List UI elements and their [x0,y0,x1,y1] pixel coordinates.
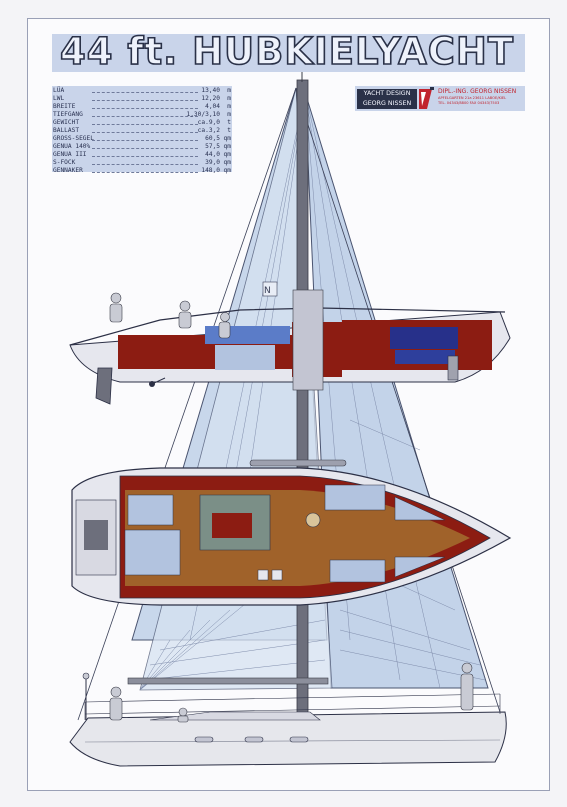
brand-line-1: YACHT DESIGN [363,90,411,97]
hull-profile-section [69,289,511,405]
designer-name: DIPL.-ING. GEORG NISSEN [438,88,517,95]
brand-line-2: GEORG NISSEN [362,100,412,107]
designer-address: APFELGARTEN 21a 23611 LABOE/KIEL [438,96,507,100]
designer-logo-block: YACHT DESIGN GEORG NISSEN DIPL.-ING. GEO… [355,86,525,111]
designer-contact: DIPL.-ING. GEORG NISSEN APFELGARTEN 21a … [438,88,524,106]
boom [127,677,329,685]
title-banner [52,34,525,72]
brand-box: YACHT DESIGN GEORG NISSEN [357,89,417,109]
hull-side-elevation [69,662,507,767]
nissen-logo-icon [419,87,434,109]
page-title: 44 ft. HUBKIELYACHT [59,29,515,74]
designer-phone: TEL. 04343/8800 FAX 04343/7503 [438,101,500,105]
mast [296,79,309,721]
deck-layout-plan [71,467,512,606]
svg-text:N: N [264,286,271,296]
